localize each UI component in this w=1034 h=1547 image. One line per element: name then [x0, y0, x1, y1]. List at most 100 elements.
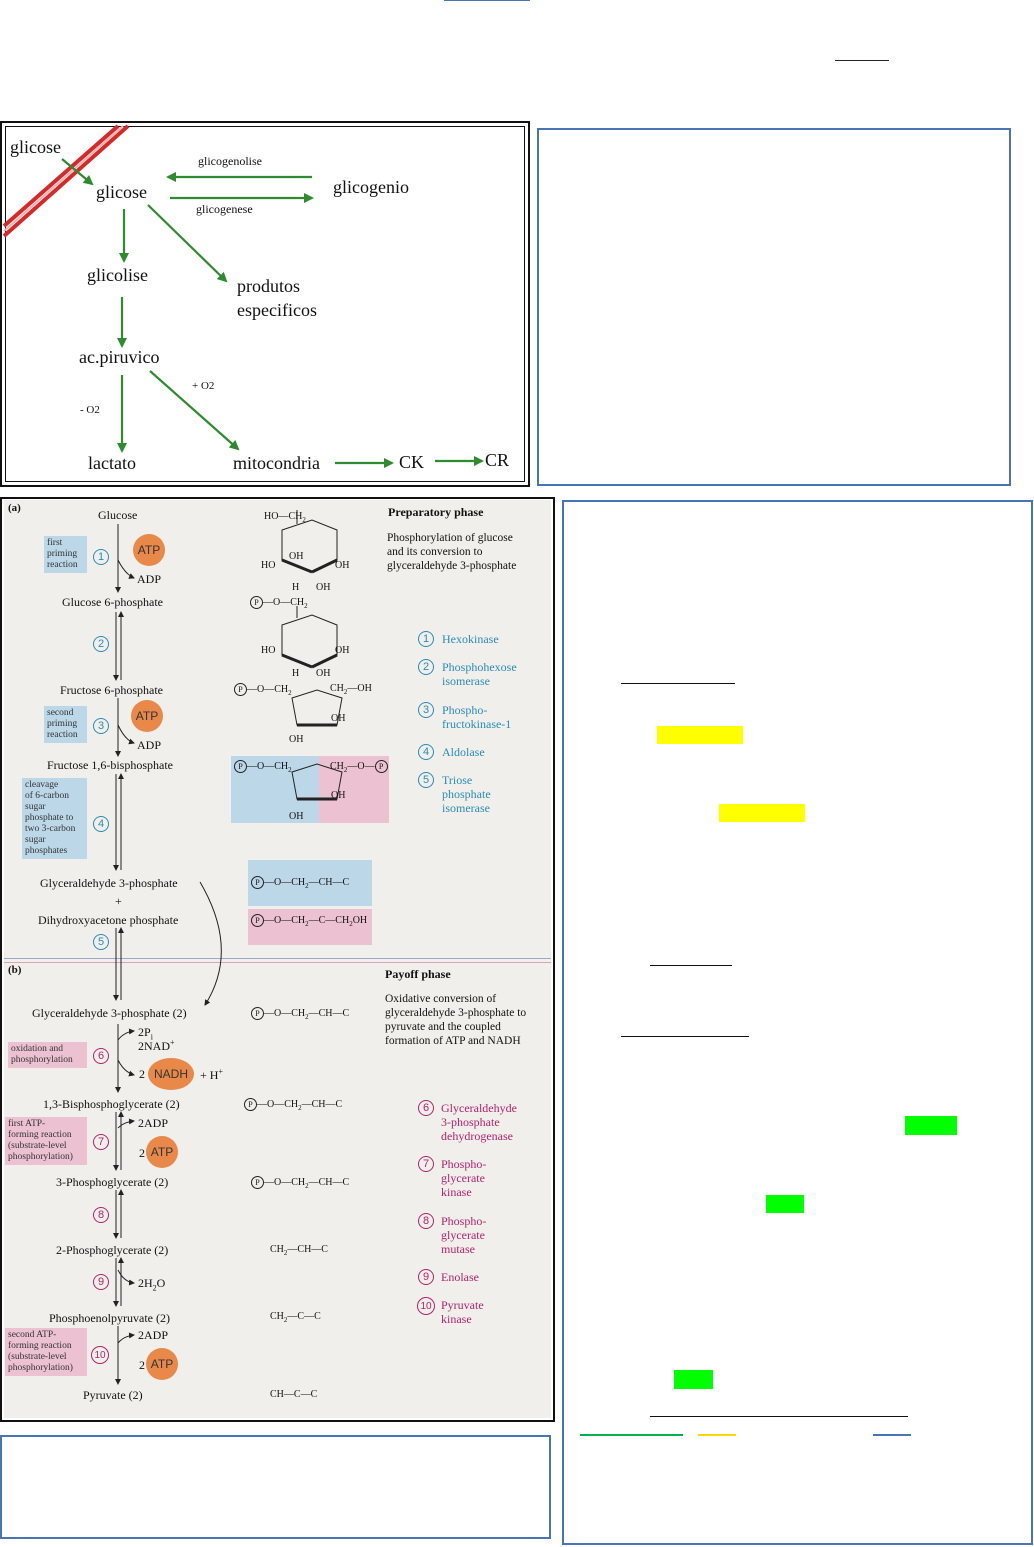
label-minus-o2: - O2 — [80, 404, 100, 416]
step-5: 5 — [93, 934, 109, 950]
step-7: 7 — [93, 1134, 109, 1150]
atp-10: ATP — [146, 1348, 178, 1380]
pg3-s2: —CH—C — [308, 1177, 350, 1188]
nad-label: 2NAD — [138, 1039, 170, 1053]
tag-line: forming reaction — [8, 1341, 72, 1351]
adp2-10: 2ADP — [138, 1328, 169, 1342]
enzyme-gapdh: Glyceraldehyde 3-phosphate dehydrogenase — [441, 1101, 517, 1143]
tag-line: reaction — [47, 730, 78, 740]
payoff-desc-4: formation of ATP and NADH — [385, 1035, 521, 1047]
bpg-s1: —O—CH — [257, 1099, 299, 1110]
enzyme-line: kinase — [441, 1312, 472, 1326]
label-lactato: lactato — [88, 453, 136, 473]
enzyme-line: Hexokinase — [442, 632, 499, 646]
arrow-glicose-in — [61, 158, 94, 186]
glycolysis-figure-bg — [4, 500, 551, 1418]
p-circle: P — [251, 1007, 264, 1020]
tag-oxidation: oxidation and phosphorylation — [8, 1042, 87, 1068]
h2o-9: 2H2O — [138, 1276, 165, 1292]
g3p-sub: 2 — [305, 882, 309, 890]
f6p-sub: 2 — [288, 689, 292, 697]
label-glicogenese: glicogenese — [196, 202, 253, 216]
enzyme-line: Enolase — [441, 1270, 479, 1284]
pg3-structure: P—O—CH2—CH—C — [251, 1176, 349, 1190]
enzyme-hexokinase: Hexokinase — [442, 632, 499, 646]
f16bp-right-sub: 2 — [343, 766, 348, 774]
top-underline-blue — [444, 0, 530, 1]
tag-line: phosphates — [25, 846, 68, 856]
p-circle: P — [374, 760, 388, 773]
nad-2: 2NAD+ — [138, 1038, 175, 1054]
step-1: 1 — [93, 549, 109, 565]
enzyme-enolase: Enolase — [441, 1270, 479, 1284]
underline-4 — [650, 1416, 908, 1417]
h-sup: + — [218, 1067, 223, 1076]
payoff-desc-1: Oxidative conversion of — [385, 993, 497, 1005]
underline-blue — [873, 1434, 911, 1436]
f6p-group: P—O—CH2 — [234, 683, 292, 697]
met-g3p2: Glyceraldehyde 3-phosphate (2) — [32, 1006, 187, 1020]
atp-7-two: 2 — [139, 1146, 145, 1160]
h2o-o: O — [156, 1276, 166, 1290]
nad-sup: + — [170, 1038, 175, 1047]
pep-s2: —C—C — [287, 1311, 321, 1322]
f16bp-oh-2: OH — [289, 811, 304, 822]
f16bp-left-group: P—O—CH2 — [234, 760, 292, 774]
p-circle: P — [251, 876, 264, 889]
g6p-ring-ho: HO — [261, 645, 276, 656]
met-glucose: Glucose — [98, 508, 138, 522]
adp2-7: 2ADP — [138, 1116, 169, 1130]
notes-box-right — [562, 500, 1033, 1545]
f16bp-right: CH — [330, 761, 344, 772]
tag-line: phosphate to — [25, 813, 74, 823]
pg2-structure: CH2—CH—C — [270, 1244, 328, 1257]
highlight-green-2 — [766, 1195, 804, 1213]
g6p-top-group: P—O—CH2 — [250, 596, 308, 610]
nadh-6: NADH — [148, 1058, 194, 1090]
pyr-s2: —C—C — [283, 1389, 318, 1400]
f6p-left: —O—CH — [247, 684, 289, 695]
g6p-group: —O—CH — [263, 597, 305, 608]
enzyme-pyruvate-kinase: Pyruvate kinase — [441, 1298, 484, 1326]
f6p-oh-2: OH — [289, 734, 304, 745]
tag-line: (substrate-level — [8, 1141, 67, 1151]
glc-top: HO—CH — [264, 511, 303, 522]
pep-sub: 2 — [283, 1316, 288, 1324]
tag-second-atp: second ATP- forming reaction (substrate-… — [5, 1328, 87, 1376]
f6p-oh: OH — [331, 713, 346, 724]
pg3-sub: 2 — [305, 1182, 309, 1190]
arrow-to-mitocondria — [149, 370, 240, 451]
p-circle: P — [250, 596, 263, 609]
preparatory-title: Preparatory phase — [388, 505, 484, 519]
enzyme-line: Phospho- — [442, 703, 488, 717]
bpg-sub: 2 — [298, 1104, 302, 1112]
g3p-structure-panel — [248, 860, 372, 906]
f16bp-left: —O—CH — [247, 761, 289, 772]
g6p-ring-h: H — [292, 668, 300, 679]
tag-second-priming: second priming reaction — [44, 706, 87, 743]
label-glicose-outer: glicose — [10, 137, 61, 157]
p-circle: P — [251, 914, 264, 927]
notes-box-top — [537, 128, 1011, 486]
tag-line: reaction — [47, 560, 78, 570]
enzyme-num-3: 3 — [418, 702, 434, 718]
enzyme-line: Triose — [442, 773, 473, 787]
g3p2-sub: 2 — [305, 1013, 309, 1021]
enzyme-num-6: 6 — [418, 1100, 434, 1116]
enzyme-line: glycerate — [441, 1228, 485, 1242]
label-ac-piruvico: ac.piruvico — [79, 347, 160, 367]
enzyme-phosphoglycerate-mutase: Phospho- glycerate mutase — [441, 1214, 486, 1256]
underline-2 — [650, 965, 732, 966]
pg3-s1: —O—CH — [264, 1177, 306, 1188]
enzyme-line: Phosphohexose — [442, 660, 517, 674]
pep-s1: CH — [270, 1311, 284, 1322]
enzyme-line: isomerase — [442, 674, 490, 688]
enzyme-num-1: 1 — [418, 631, 434, 647]
tag-line: phosphorylation — [11, 1055, 73, 1065]
h2o-label: 2H — [138, 1276, 153, 1290]
met-2pg: 2-Phosphoglycerate (2) — [56, 1243, 169, 1257]
chemical-structures — [281, 510, 343, 801]
f6p-right2: —OH — [347, 683, 372, 694]
label-glicose: glicose — [96, 182, 147, 202]
enzyme-num-8: 8 — [418, 1213, 434, 1229]
